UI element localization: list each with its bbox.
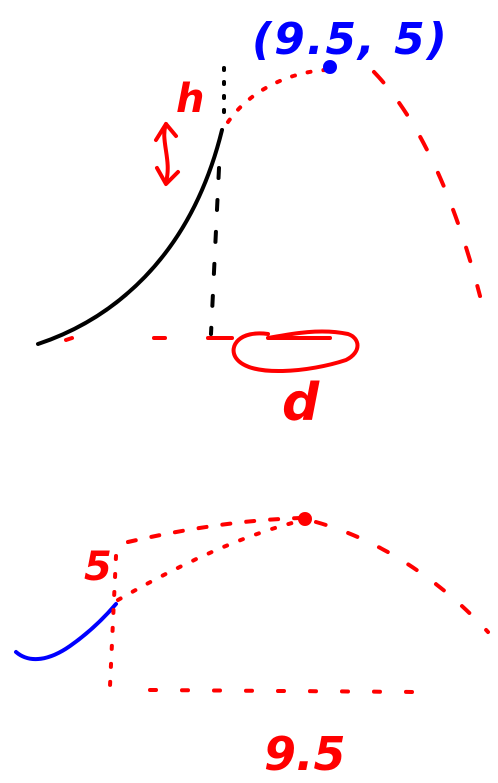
distance-label: d [282,373,320,433]
bottom-vertical-dotted [108,554,118,688]
top-launch-curve [36,128,224,346]
bottom-distance-label: 9.5 [264,727,346,781]
top-vertical-dashed-lower [209,166,221,336]
bottom-trajectory-fall [314,520,490,634]
top-trajectory-rise [226,68,328,124]
bottom-sketch: 5 9.5 [14,512,490,781]
peak-label: (9.5, 5) [252,14,449,65]
height-arrow-head-top [154,122,178,142]
top-peak-point [323,60,337,74]
top-ground-dash-1 [64,336,74,342]
top-trajectory-fall [372,70,482,298]
bottom-ground-line [148,688,422,694]
height-label: h [176,76,204,122]
height-arrow-head-bottom [155,166,180,186]
bottom-height-label: 5 [84,544,112,590]
height-arrow [162,122,170,184]
bottom-upper-arc [126,516,302,544]
distance-arrow [231,329,360,373]
bottom-trajectory-rise [116,518,306,602]
bottom-launch-curve [14,602,118,662]
top-sketch: (9.5, 5) h d [36,14,482,433]
bottom-peak-point [298,512,312,526]
